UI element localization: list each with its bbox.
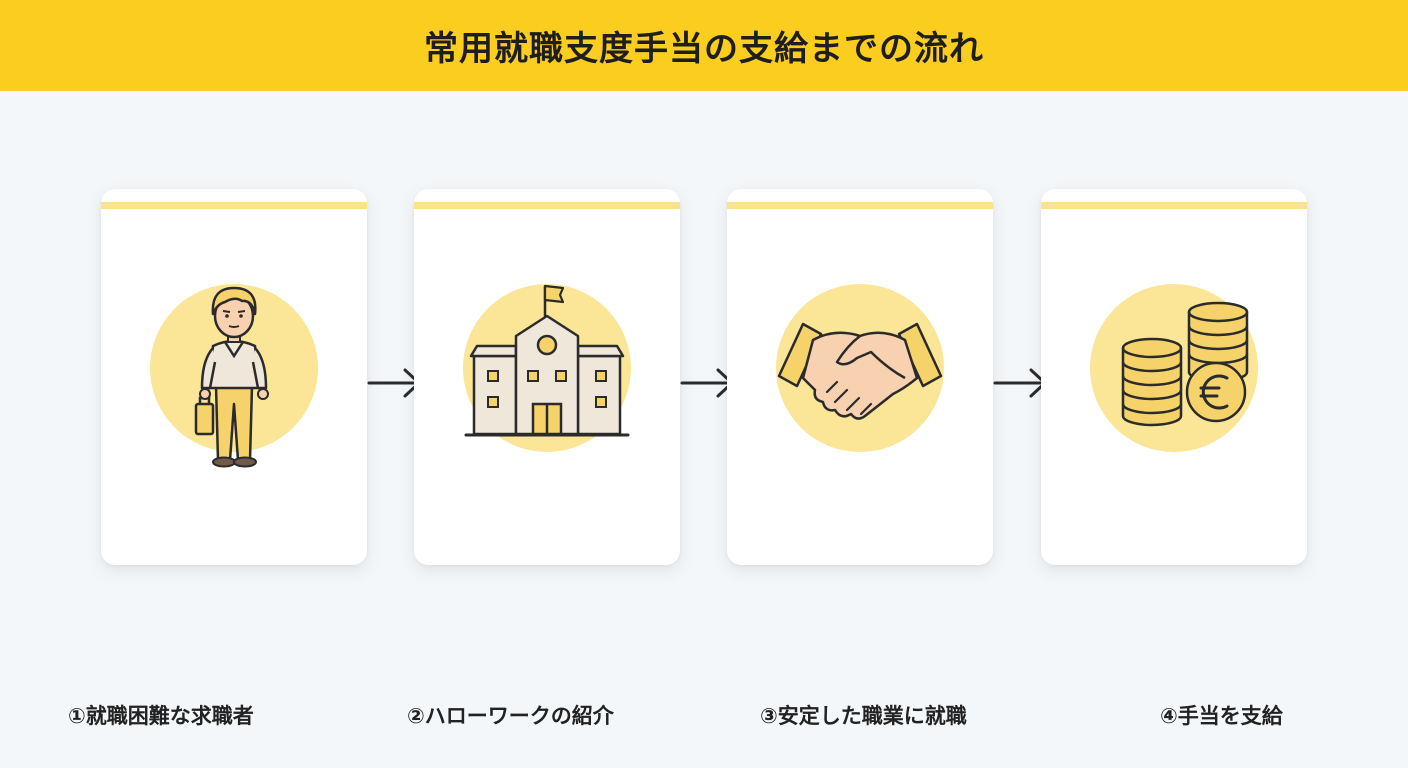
- step-card-3: [727, 189, 993, 565]
- hello-work-building-icon: [463, 284, 631, 452]
- card-accent-bar: [101, 202, 367, 209]
- card-accent-bar: [727, 202, 993, 209]
- header-banner: 常用就職支度手当の支給までの流れ: [0, 0, 1408, 91]
- step-card-4: [1041, 189, 1307, 565]
- page-title: 常用就職支度手当の支給までの流れ: [424, 29, 984, 69]
- step-label-2: ②ハローワークの紹介: [407, 704, 614, 728]
- job-seeker-person-icon: [150, 284, 318, 468]
- step-label-4: ④手当を支給: [1160, 704, 1283, 728]
- handshake-icon: [776, 284, 944, 452]
- step-label-3: ③安定した職業に就職: [760, 704, 967, 728]
- step-card-1: [101, 189, 367, 565]
- step-label-1: ①就職困難な求職者: [68, 704, 254, 728]
- card-accent-bar: [1041, 202, 1307, 209]
- euro-coins-icon: [1090, 284, 1258, 452]
- card-accent-bar: [414, 202, 680, 209]
- step-card-2: [414, 189, 680, 565]
